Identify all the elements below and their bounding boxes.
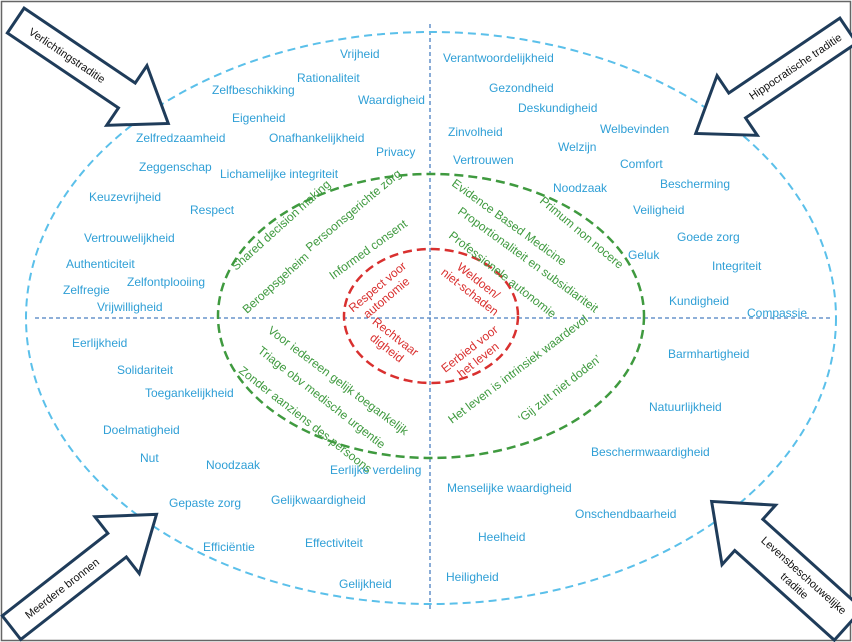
outer-term: Comfort — [620, 157, 663, 171]
outer-term: Noodzaak — [553, 181, 608, 195]
outer-term: Onafhankelijkheid — [269, 131, 364, 145]
outer-term: Zelfredzaamheid — [136, 131, 225, 145]
arrow-label: Hippocratische traditie — [747, 32, 844, 103]
outer-term: Vertrouwelijkheid — [84, 231, 175, 245]
outer-term: Heiligheid — [446, 570, 499, 584]
outer-term: Kundigheid — [669, 294, 729, 308]
arrow-shape — [693, 16, 852, 137]
outer-term: Noodzaak — [206, 458, 261, 472]
outer-term: Respect — [190, 203, 235, 217]
core-term-autonomie: Respect voor autonomie — [346, 259, 413, 321]
arrow-hippocratische-traditie: Hippocratische traditie — [693, 16, 852, 137]
outer-term: Lichamelijke integriteit — [220, 167, 339, 181]
outer-term: Doelmatigheid — [103, 423, 180, 437]
outer-term: Eerlijkheid — [72, 336, 127, 350]
outer-term: Beschermwaardigheid — [591, 445, 710, 459]
outer-term: Nut — [140, 451, 159, 465]
outer-term: Eerlijke verdeling — [330, 463, 421, 477]
outer-term: Zelfontplooiing — [127, 275, 205, 289]
outer-term: Rationaliteit — [297, 71, 360, 85]
outer-term: Deskundigheid — [518, 101, 597, 115]
outer-term: Gelijkwaardigheid — [271, 493, 366, 507]
outer-term: Compassie — [747, 306, 807, 320]
arrow-shape — [5, 6, 171, 127]
outer-term: Barmhartigheid — [668, 347, 749, 361]
outer-term: Zelfbeschikking — [212, 83, 295, 97]
outer-term: Goede zorg — [677, 230, 740, 244]
outer-term: Bescherming — [660, 177, 730, 191]
outer-term: Natuurlijkheid — [649, 400, 722, 414]
outer-term: Welzijn — [558, 140, 596, 154]
arrow-meerdere-bronnen: Meerdere bronnen — [0, 512, 159, 642]
middle-terms: Shared decision making Persoonsgerichte … — [229, 166, 627, 475]
outer-terms: Vrijheid Rationaliteit Zelfbeschikking W… — [63, 47, 807, 591]
outer-term: Menselijke waardigheid — [447, 481, 572, 495]
core-terms: Respect voor autonomie Weldoen/ niet-sch… — [346, 259, 503, 381]
arrow-shape — [709, 499, 852, 642]
outer-term: Effectiviteit — [305, 536, 363, 550]
outer-term: Privacy — [376, 145, 415, 159]
outer-term: Integriteit — [712, 259, 762, 273]
outer-term: Authenticiteit — [66, 257, 135, 271]
outer-ellipse — [25, 31, 837, 605]
middle-ellipse — [216, 172, 646, 460]
outer-term: Zinvolheid — [448, 125, 503, 139]
core-term-rechtvaardigheid: Rechtvaar digheid — [367, 314, 421, 365]
outer-term: Gelijkheid — [339, 577, 392, 591]
outer-term: Eigenheid — [232, 111, 285, 125]
arrow-levensbeschouwelijke-traditie: Levensbeschouwelijke traditie — [709, 499, 852, 642]
outer-term: Heelheid — [478, 530, 525, 544]
outer-term: Toegankelijkheid — [145, 386, 234, 400]
outer-term: Vrijheid — [340, 47, 380, 61]
outer-term: Keuzevrijheid — [89, 190, 161, 204]
outer-term: Gepaste zorg — [169, 496, 241, 510]
middle-term: Shared decision making — [229, 177, 334, 273]
outer-term: Vrijwilligheid — [97, 300, 163, 314]
outer-term: Solidariteit — [117, 363, 174, 377]
outer-term: Gezondheid — [489, 81, 554, 95]
inner-ellipse — [342, 247, 520, 385]
outer-term: Zelfregie — [63, 283, 110, 297]
outer-term: Verantwoordelijkheid — [443, 51, 554, 65]
arrow-shape — [0, 512, 159, 642]
outer-term: Veiligheid — [633, 203, 684, 217]
outer-term: Efficiëntie — [203, 540, 255, 554]
outer-term: Vertrouwen — [453, 153, 514, 167]
outer-term: Zeggenschap — [139, 160, 212, 174]
outer-term: Waardigheid — [358, 93, 425, 107]
outer-term: Welbevinden — [600, 122, 669, 136]
outer-term: Onschendbaarheid — [575, 507, 676, 521]
outer-term: Geluk — [628, 248, 660, 262]
